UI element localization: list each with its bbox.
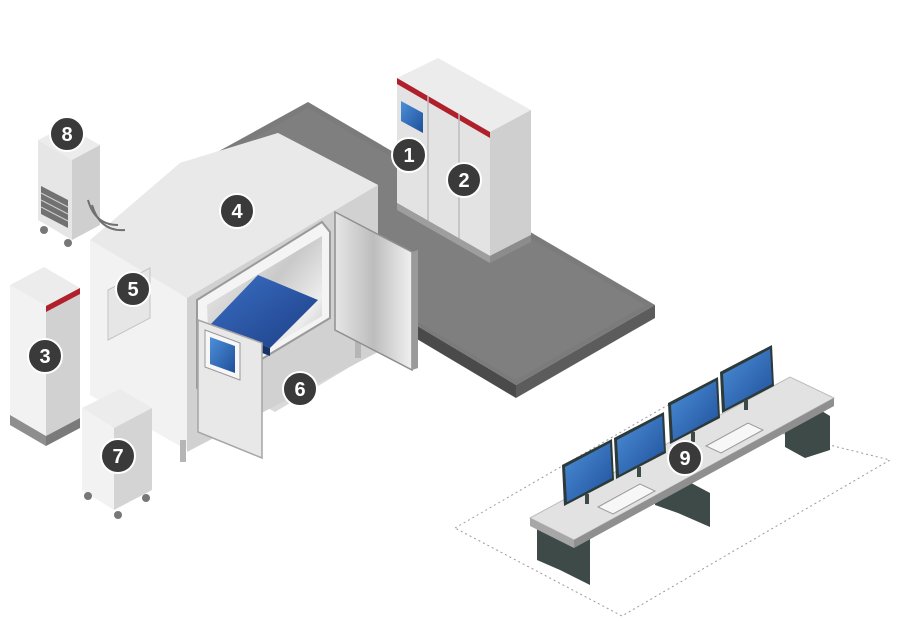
callout-number: 2 bbox=[458, 170, 469, 192]
callout-badge bbox=[391, 137, 427, 173]
callout-5: 5 bbox=[115, 271, 151, 307]
callout-number: 8 bbox=[61, 124, 72, 146]
callout-number: 6 bbox=[294, 379, 305, 401]
callout-badge bbox=[667, 440, 703, 476]
callout-badge bbox=[219, 193, 255, 229]
callout-4: 4 bbox=[219, 193, 255, 229]
door-window bbox=[210, 337, 235, 373]
callout-badge bbox=[115, 271, 151, 307]
keyboard-1 bbox=[596, 483, 657, 515]
callout-3: 3 bbox=[27, 338, 63, 374]
callout-8: 8 bbox=[49, 116, 85, 152]
callout-badge bbox=[282, 371, 318, 407]
monitor-3 bbox=[668, 377, 720, 444]
cabinet-red-stripe bbox=[397, 78, 490, 138]
callout-badge bbox=[27, 338, 63, 374]
callout-number: 1 bbox=[403, 145, 414, 167]
callout-number: 5 bbox=[127, 279, 138, 301]
cabinet-red-stripe-left bbox=[46, 288, 80, 312]
callout-6: 6 bbox=[282, 371, 318, 407]
callout-number: 7 bbox=[112, 446, 123, 468]
callout-badge bbox=[100, 438, 136, 474]
callout-2: 2 bbox=[446, 162, 482, 198]
control-cabinet bbox=[397, 58, 531, 263]
callout-number: 3 bbox=[39, 346, 50, 368]
cabinet-display-screen bbox=[401, 101, 423, 133]
monitor-2 bbox=[614, 412, 666, 479]
callout-7: 7 bbox=[100, 438, 136, 474]
monitor-4 bbox=[720, 345, 774, 413]
callout-badge bbox=[49, 116, 85, 152]
callout-9: 9 bbox=[667, 440, 703, 476]
callout-1: 1 bbox=[391, 137, 427, 173]
monitor-1 bbox=[562, 439, 614, 506]
callout-number: 4 bbox=[231, 201, 243, 223]
callout-number: 9 bbox=[679, 448, 690, 470]
chamber-bed bbox=[210, 275, 318, 348]
callout-badge bbox=[446, 162, 482, 198]
keyboard-2 bbox=[704, 422, 765, 454]
